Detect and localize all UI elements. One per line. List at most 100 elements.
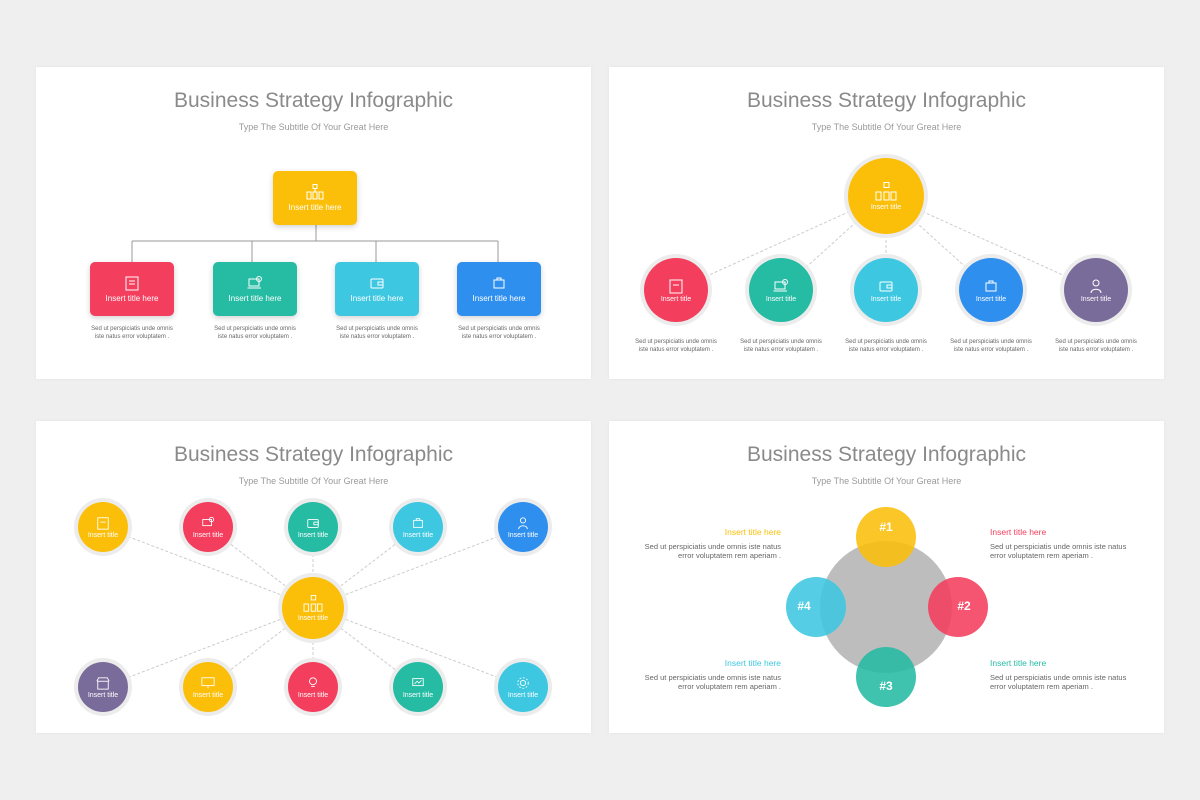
team-chart-icon	[875, 181, 897, 200]
laptop-search-icon	[247, 276, 262, 289]
slide-cycle: Business Strategy Infographic Type The S…	[609, 421, 1164, 733]
node-circle-3	[856, 647, 916, 707]
child-label: Insert title	[870, 295, 902, 303]
node-label: Insert title	[402, 691, 434, 699]
child-circle-4[interactable]: Insert title	[959, 258, 1023, 322]
node-label: Insert title	[192, 691, 224, 699]
top-box[interactable]: Insert title here	[273, 171, 357, 225]
desc-line: iste natus error voluptatem .	[461, 334, 537, 340]
wallet-icon	[370, 278, 384, 289]
child-circle-1[interactable]: Insert title	[644, 258, 708, 322]
top-circle-3[interactable]: Insert title	[288, 502, 338, 552]
child-box-label: Insert title here	[228, 294, 282, 303]
node-circle-2	[928, 577, 988, 637]
wallet-icon	[879, 281, 893, 291]
child-box-4[interactable]: Insert title here	[457, 262, 541, 316]
hub-circle[interactable]: Insert title	[848, 158, 924, 234]
node-number-4: #4	[797, 599, 811, 613]
block-line: error voluptatem rem aperiam .	[678, 551, 781, 560]
block-line: error voluptatem rem aperiam .	[678, 682, 781, 691]
team-chart-icon	[303, 594, 323, 612]
child-desc-1: Sed ut perspiciatis unde omnis iste natus…	[621, 338, 731, 354]
laptop-search-icon	[202, 516, 215, 526]
child-box-2[interactable]: Insert title here	[213, 262, 297, 316]
bottom-circle-3[interactable]: Insert title	[288, 662, 338, 712]
desc-line: Sed ut perspiciatis unde omnis	[740, 339, 822, 345]
block-text-bottom-right: Sed ut perspiciatis unde omnis iste natu…	[990, 673, 1150, 691]
bottom-circle-1[interactable]: Insert title	[78, 662, 128, 712]
block-line: error voluptatem rem aperiam .	[990, 682, 1093, 691]
hub-circle[interactable]: Insert title	[282, 577, 344, 639]
desc-line: iste natus error voluptatem .	[217, 334, 293, 340]
monitor-chart-icon	[201, 676, 215, 688]
block-title-top-right: Insert title here	[990, 527, 1047, 537]
lightbulb-icon	[309, 676, 317, 687]
block-text-bottom-left: Sed ut perspiciatis unde omnis iste natu…	[621, 673, 781, 691]
child-desc-1: Sed ut perspiciatis unde omnis iste natu…	[77, 325, 187, 341]
desc-line: iste natus error voluptatem .	[94, 334, 170, 340]
laptop-search-icon	[773, 278, 788, 291]
block-line: error voluptatem rem aperiam .	[990, 551, 1093, 560]
block-line: Sed ut perspiciatis unde omnis iste natu…	[644, 673, 781, 682]
node-circle-4	[786, 577, 846, 637]
node-label: Insert title	[87, 691, 119, 699]
block-title-bottom-right: Insert title here	[990, 658, 1047, 668]
block-text-top-right: Sed ut perspiciatis unde omnis iste natu…	[990, 542, 1150, 560]
building-icon	[97, 516, 109, 530]
desc-line: Sed ut perspiciatis unde omnis	[336, 326, 418, 332]
desc-line: iste natus error voluptatem .	[638, 347, 714, 353]
desc-line: iste natus error voluptatem .	[339, 334, 415, 340]
connector-lines	[131, 225, 499, 262]
node-number-3: #3	[879, 679, 893, 693]
wallet-icon	[307, 518, 319, 528]
node-number-2: #2	[957, 599, 971, 613]
child-circle-2[interactable]: Insert title	[749, 258, 813, 322]
child-box-1[interactable]: Insert title here	[90, 262, 174, 316]
child-desc-2: Sed ut perspiciatis unde omnis iste natu…	[200, 325, 310, 341]
block-line: Sed ut perspiciatis unde omnis iste natu…	[990, 673, 1127, 682]
node-label: Insert title	[297, 691, 329, 699]
desc-line: Sed ut perspiciatis unde omnis	[635, 339, 717, 345]
block-title-bottom-left: Insert title here	[724, 658, 781, 668]
top-circle-2[interactable]: Insert title	[183, 502, 233, 552]
top-circle-4[interactable]: Insert title	[393, 502, 443, 552]
desc-line: Sed ut perspiciatis unde omnis	[950, 339, 1032, 345]
desc-line: iste natus error voluptatem .	[743, 347, 819, 353]
laptop-chart-icon	[412, 677, 424, 686]
slide-subtitle: Type The Subtitle Of Your Great Here	[238, 476, 389, 486]
laptop-bag-icon	[985, 280, 997, 291]
child-box-label: Insert title here	[472, 294, 526, 303]
child-box-label: Insert title here	[350, 294, 404, 303]
child-box-3[interactable]: Insert title here	[335, 262, 419, 316]
desc-line: Sed ut perspiciatis unde omnis	[458, 326, 540, 332]
block-text-top-left: Sed ut perspiciatis unde omnis iste natu…	[621, 542, 781, 560]
child-desc-4: Sed ut perspiciatis unde omnis iste natus…	[936, 338, 1046, 354]
child-circle-3[interactable]: Insert title	[854, 258, 918, 322]
laptop-bag-icon	[493, 277, 505, 289]
bottom-circle-4[interactable]: Insert title	[393, 662, 443, 712]
child-label: Insert title	[660, 295, 692, 303]
child-desc-2: Sed ut perspiciatis unde omnis iste natus…	[726, 338, 836, 354]
desc-line: iste natus error voluptatem .	[848, 347, 924, 353]
hub-label: Insert title	[297, 614, 329, 622]
slide-hub-five: Business Strategy Infographic Type The S…	[609, 67, 1164, 379]
person-idea-icon	[1090, 279, 1102, 293]
child-circle-5[interactable]: Insert title	[1064, 258, 1128, 322]
top-circle-1[interactable]: Insert title	[78, 502, 128, 552]
node-label: Insert title	[192, 531, 224, 539]
person-idea-icon	[518, 516, 528, 529]
hub-label: Insert title	[870, 203, 902, 211]
slide-title: Business Strategy Infographic	[747, 89, 1026, 112]
node-label: Insert title	[87, 531, 119, 539]
child-box-label: Insert title here	[105, 294, 159, 303]
desc-line: iste natus error voluptatem .	[953, 347, 1029, 353]
bottom-circle-2[interactable]: Insert title	[183, 662, 233, 712]
slide-subtitle: Type The Subtitle Of Your Great Here	[811, 122, 962, 132]
slide-subtitle: Type The Subtitle Of Your Great Here	[811, 476, 962, 486]
bottom-circle-5[interactable]: Insert title	[498, 662, 548, 712]
desc-line: Sed ut perspiciatis unde omnis	[91, 326, 173, 332]
top-circle-5[interactable]: Insert title	[498, 502, 548, 552]
center-circle	[820, 541, 952, 673]
